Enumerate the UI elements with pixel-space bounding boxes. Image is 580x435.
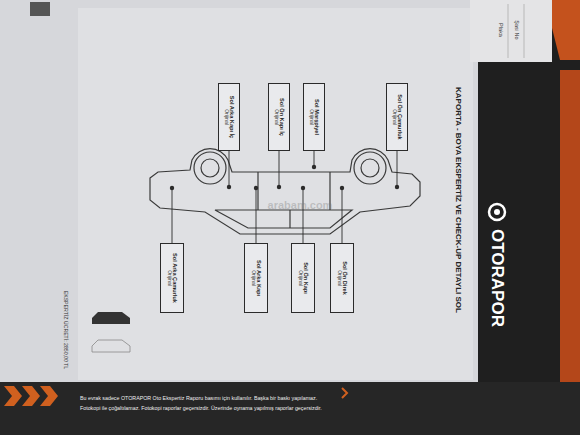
part-text: Sol Ön Kapı İçOrijinal	[273, 86, 285, 148]
part-name: Sol Arka Çamurluk	[172, 246, 178, 310]
part-text: Sol MarşpiyelOrijinal	[308, 86, 320, 148]
part-name: Sol Ön Kapı İç	[279, 86, 285, 148]
part-status: Orijinal	[250, 246, 256, 310]
disclaimer: Bu evrak sadece OTORAPOR Oto Ekspertiz R…	[80, 395, 317, 401]
part-status: Orijinal	[223, 86, 229, 148]
part-status: Orijinal	[166, 246, 172, 310]
part-status: Orijinal	[297, 246, 303, 310]
field-label: Plaka	[498, 23, 504, 37]
part-status: Orijinal	[308, 86, 314, 148]
part-name: Sol Arka Kapı İç	[229, 86, 235, 148]
part-name: Sol Marşpiyel	[314, 86, 320, 148]
part-status: Orijinal	[273, 86, 279, 148]
part-text: Sol Arka Kapı İçOrijinal	[223, 86, 235, 148]
part-text: Sol Ön DirekOrijinal	[336, 246, 348, 310]
watermark: arabam.com	[268, 199, 333, 211]
part-box: Sol Arka ÇamurlukOrijinal	[160, 243, 184, 313]
part-text: Sol Ön ÇamurlukOrijinal	[391, 86, 403, 148]
part-box: Sol Ön KapıOrijinal	[291, 243, 315, 313]
disclaimer: Fotokopi ile çoğaltılamaz. Fotokopi rapo…	[80, 405, 322, 411]
part-text: Sol Arka ÇamurlukOrijinal	[166, 246, 178, 310]
part-status: Orijinal	[391, 86, 397, 148]
part-name: Sol Arka Kapı	[256, 246, 262, 310]
field-label: Şasi No	[514, 20, 520, 39]
report-title: KAPORTA - BOYA EKSPERTİZ VE CHECK-UP DET…	[454, 87, 463, 313]
part-box: Sol Ön ÇamurlukOrijinal	[386, 83, 408, 151]
part-box: Sol MarşpiyelOrijinal	[303, 83, 325, 151]
part-text: Sol Arka KapıOrijinal	[250, 246, 262, 310]
fee-note: EKSPERTİZ ÜCRETİ: 2850,00 TL	[63, 291, 69, 370]
part-box: Sol Arka KapıOrijinal	[244, 243, 268, 313]
part-name: Sol Ön Kapı	[303, 246, 309, 310]
part-box: Sol Ön DirekOrijinal	[330, 243, 354, 313]
part-text: Sol Ön KapıOrijinal	[297, 246, 309, 310]
brand-logo: OTORAPOR	[487, 229, 507, 327]
part-status: Orijinal	[336, 246, 342, 310]
part-box: Sol Ön Kapı İçOrijinal	[268, 83, 290, 151]
part-name: Sol Ön Direk	[342, 246, 348, 310]
part-box: Sol Arka Kapı İçOrijinal	[218, 83, 240, 151]
part-name: Sol Ön Çamurluk	[397, 86, 403, 148]
